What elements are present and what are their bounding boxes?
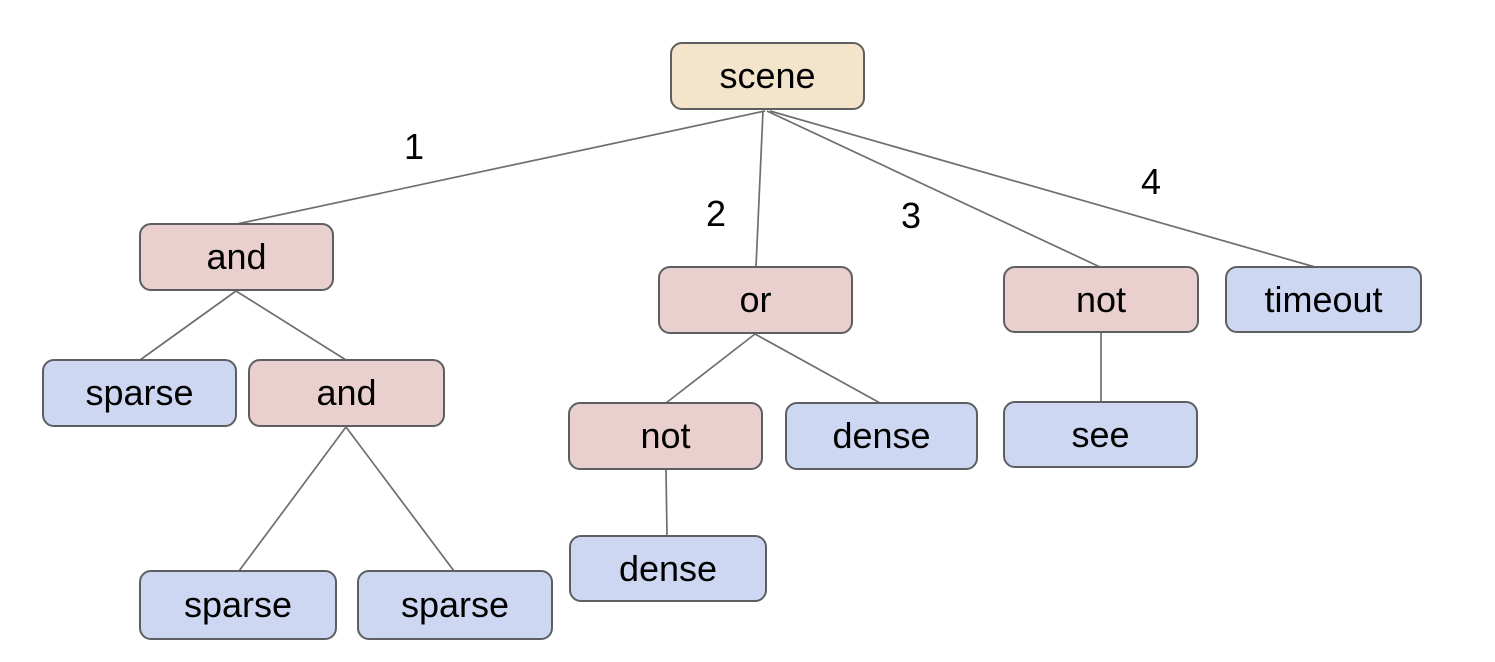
edge-and-1-sparse-1 [139,290,237,361]
node-see: see [1003,401,1198,468]
node-sparse-2: sparse [139,570,337,640]
node-sparse-1: sparse [42,359,237,427]
node-and-1: and [139,223,334,291]
node-not-1: not [1003,266,1199,333]
node-dense-2: dense [569,535,767,602]
edge-scene-and-1 [236,110,766,225]
edge-scene-or-1 [755,110,764,268]
node-scene: scene [670,42,865,110]
node-timeout: timeout [1225,266,1422,333]
edge-and-2-sparse-2 [238,426,347,572]
edge-label-4: 4 [1140,161,1162,202]
node-not-2: not [568,402,763,470]
edge-or-1-dense-1 [754,333,881,404]
edge-label-3: 3 [900,195,922,236]
node-dense-1: dense [785,402,978,470]
edge-scene-not-1 [766,110,1101,268]
node-and-2: and [248,359,445,427]
edge-and-1-and-2 [235,290,347,361]
node-or-1: or [658,266,853,334]
edge-or-1-not-2 [665,333,756,404]
edge-and-2-sparse-3 [345,426,455,572]
node-sparse-3: sparse [357,570,553,640]
edge-label-1: 1 [403,126,425,167]
edge-not-2-dense-2 [665,469,668,537]
edge-label-2: 2 [705,193,727,234]
edge-scene-timeout [769,110,1316,268]
